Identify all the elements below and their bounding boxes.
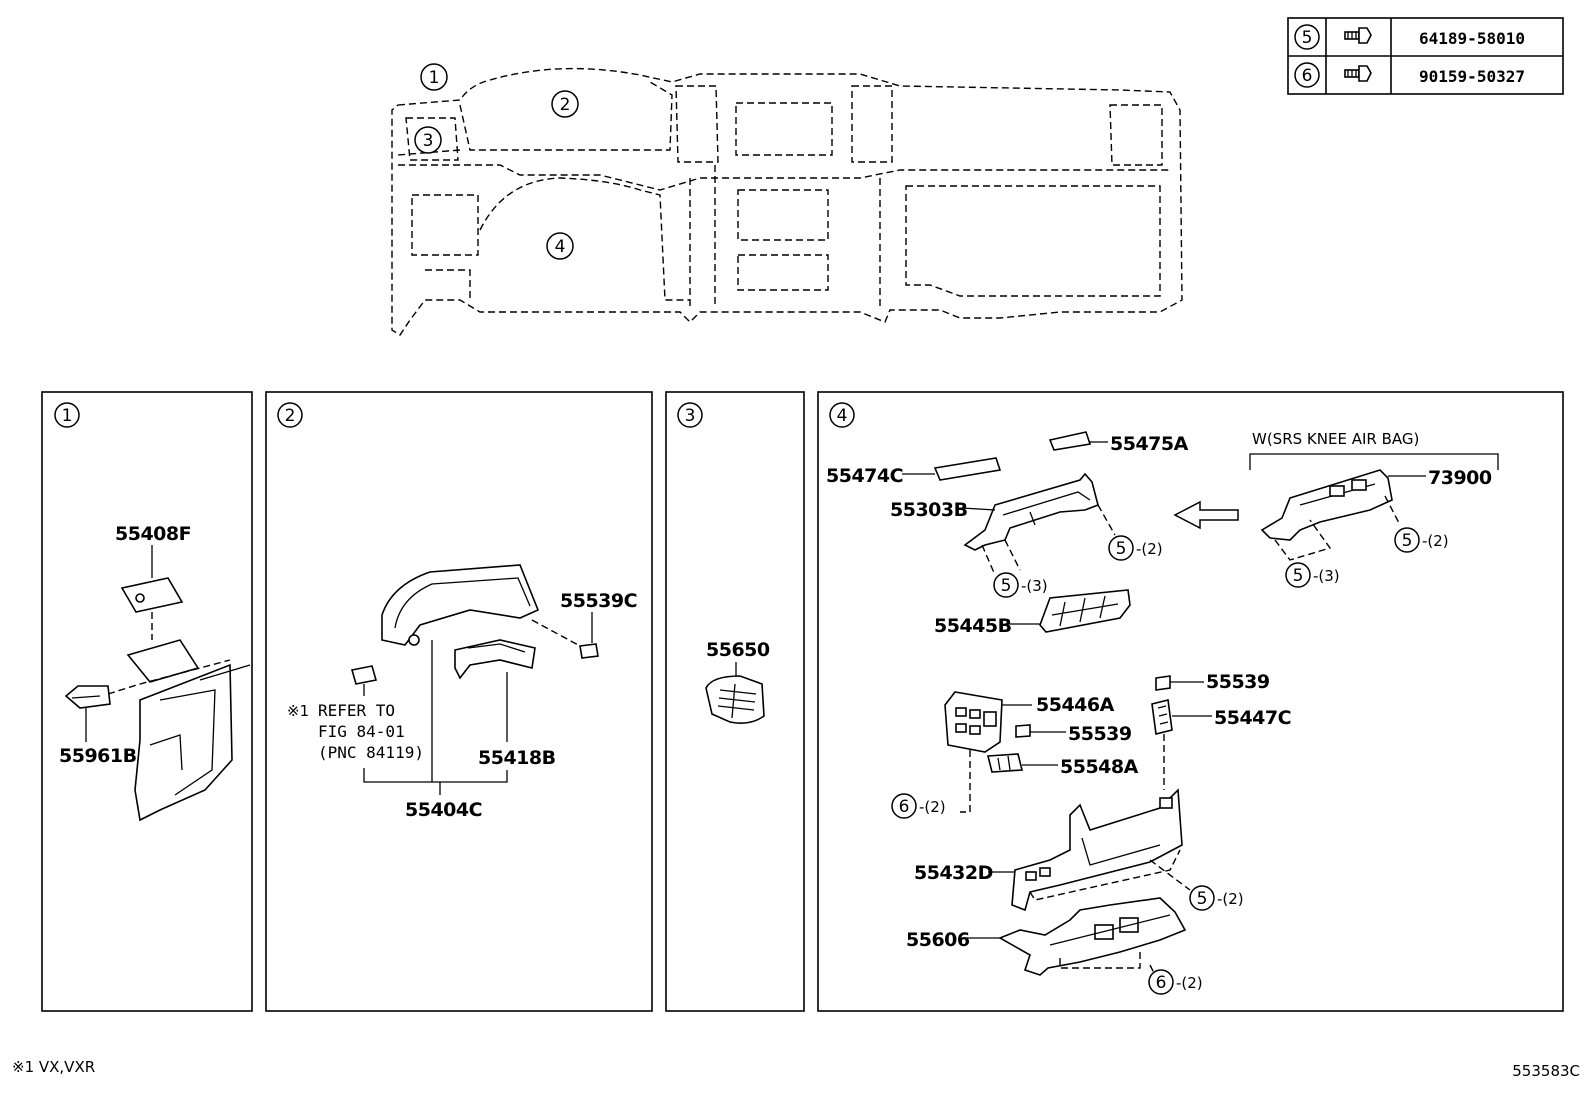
svg-text:-(2): -(2): [1136, 540, 1163, 558]
ref-bolt-5: 5 -(3): [1285, 562, 1340, 588]
overview-callout-4: 4: [546, 232, 574, 260]
svg-text:5: 5: [1197, 889, 1208, 909]
overview-callout-1: 1: [420, 63, 448, 91]
legend-part-number: 64189-58010: [1419, 29, 1525, 48]
svg-text:-(3): -(3): [1021, 577, 1048, 595]
part-55539: [1015, 724, 1031, 738]
svg-text:5: 5: [1001, 576, 1012, 596]
overview-callout-2: 2: [551, 90, 579, 118]
part-label: 55650: [706, 639, 770, 661]
part-label: 55961B: [59, 745, 137, 767]
part-55303B: [963, 472, 1099, 551]
part-55650: [705, 675, 765, 724]
legend-row-6: 6 90159-50327: [1294, 62, 1525, 88]
svg-text:FIG 84-01: FIG 84-01: [318, 722, 405, 741]
part-label: 55474C: [826, 465, 903, 487]
panel-3: 3 55650: [665, 391, 805, 1012]
svg-text:※1: ※1: [287, 702, 309, 720]
part-label: 73900: [1428, 467, 1492, 489]
ref-bolt-5: 5 -(2): [1108, 535, 1163, 561]
svg-text:1: 1: [429, 68, 440, 88]
part-label: 55404C: [405, 799, 482, 821]
legend-num: 6: [1302, 66, 1313, 86]
part-label: 55432D: [914, 862, 993, 884]
part-label: 55539: [1206, 671, 1270, 693]
variant-label: W(SRS KNEE AIR BAG): [1252, 430, 1419, 448]
part-73900: [1260, 469, 1393, 541]
svg-text:4: 4: [555, 237, 566, 257]
part-label: 55606: [906, 929, 970, 951]
part-55446A: [944, 691, 1003, 753]
part-label: 55445B: [934, 615, 1012, 637]
part-55445B: [1039, 589, 1131, 633]
panel-number: 3: [685, 406, 696, 426]
part-55961B: [64, 685, 111, 709]
part-55408F: [120, 577, 184, 613]
bolt-icon: [1344, 65, 1372, 82]
diagram-id: 553583C: [1512, 1062, 1580, 1080]
svg-text:REFER TO: REFER TO: [318, 701, 395, 720]
part-lower-bracket: [126, 639, 251, 822]
svg-text:2: 2: [560, 95, 571, 115]
ref-bolt-5: 5 -(3): [993, 572, 1048, 598]
part-55432D: [1011, 788, 1183, 912]
part-55606: [998, 897, 1187, 976]
svg-text:5: 5: [1402, 531, 1413, 551]
legend-row-5: 5 64189-58010: [1294, 24, 1525, 50]
part-55404C: [381, 564, 540, 646]
panel-2: 2 55539C ※1 REFER TO FIG 84-01 (PNC 8411…: [265, 391, 653, 1012]
svg-text:5: 5: [1293, 566, 1304, 586]
svg-text:(PNC 84119): (PNC 84119): [318, 743, 424, 762]
legend-num: 5: [1302, 28, 1313, 48]
svg-text:-(2): -(2): [1422, 532, 1449, 550]
part-label: 55548A: [1060, 756, 1139, 778]
panel-number: 2: [285, 406, 296, 426]
panel-number: 1: [62, 406, 73, 426]
part-55447C: [1151, 699, 1173, 735]
arrow-left-icon: [1173, 500, 1239, 530]
part-label: 55446A: [1036, 694, 1115, 716]
ref-bolt-5: 5 -(2): [1189, 885, 1244, 911]
svg-text:6: 6: [899, 797, 910, 817]
part-55539: [1155, 675, 1171, 691]
ref-screw-6: 6 -(2): [891, 793, 946, 819]
svg-text:6: 6: [1156, 973, 1167, 993]
svg-text:3: 3: [423, 131, 434, 151]
part-label: 55539C: [560, 590, 637, 612]
part-55475A: [1048, 431, 1092, 451]
part-label: 55418B: [478, 747, 556, 769]
panel-1: 1 55408F 55961B: [41, 391, 253, 1012]
svg-text:-(2): -(2): [1217, 890, 1244, 908]
footnote: ※1 VX,VXR: [12, 1058, 95, 1076]
svg-text:-(3): -(3): [1313, 567, 1340, 585]
ref-screw-6: 6 -(2): [1148, 969, 1203, 995]
panel-4: 4 55475A 55474C 55303B 5 -(2): [817, 391, 1564, 1012]
legend-part-number: 90159-50327: [1419, 67, 1525, 86]
dashboard-overview: 1 2 3 4: [391, 63, 1183, 336]
part-label: 55475A: [1110, 433, 1189, 455]
part-55418B: [454, 639, 536, 680]
part-label: 55447C: [1214, 707, 1291, 729]
part-55474C: [933, 457, 1002, 481]
panel-number: 4: [837, 406, 848, 426]
part-label: 55539: [1068, 723, 1132, 745]
part-55548A: [986, 753, 1024, 773]
svg-text:5: 5: [1116, 539, 1127, 559]
ref-bolt-5: 5 -(2): [1394, 527, 1449, 553]
overview-callout-3: 3: [414, 126, 442, 154]
part-label: 55303B: [890, 499, 968, 521]
part-55539C: [579, 643, 599, 659]
svg-text:-(2): -(2): [919, 798, 946, 816]
part-label: 55408F: [115, 523, 191, 545]
legend-table: 5 64189-58010 6 90159-50327: [1287, 17, 1564, 95]
refer-note: ※1 REFER TO FIG 84-01 (PNC 84119): [287, 665, 424, 762]
bolt-icon: [1344, 27, 1372, 44]
svg-text:-(2): -(2): [1176, 974, 1203, 992]
